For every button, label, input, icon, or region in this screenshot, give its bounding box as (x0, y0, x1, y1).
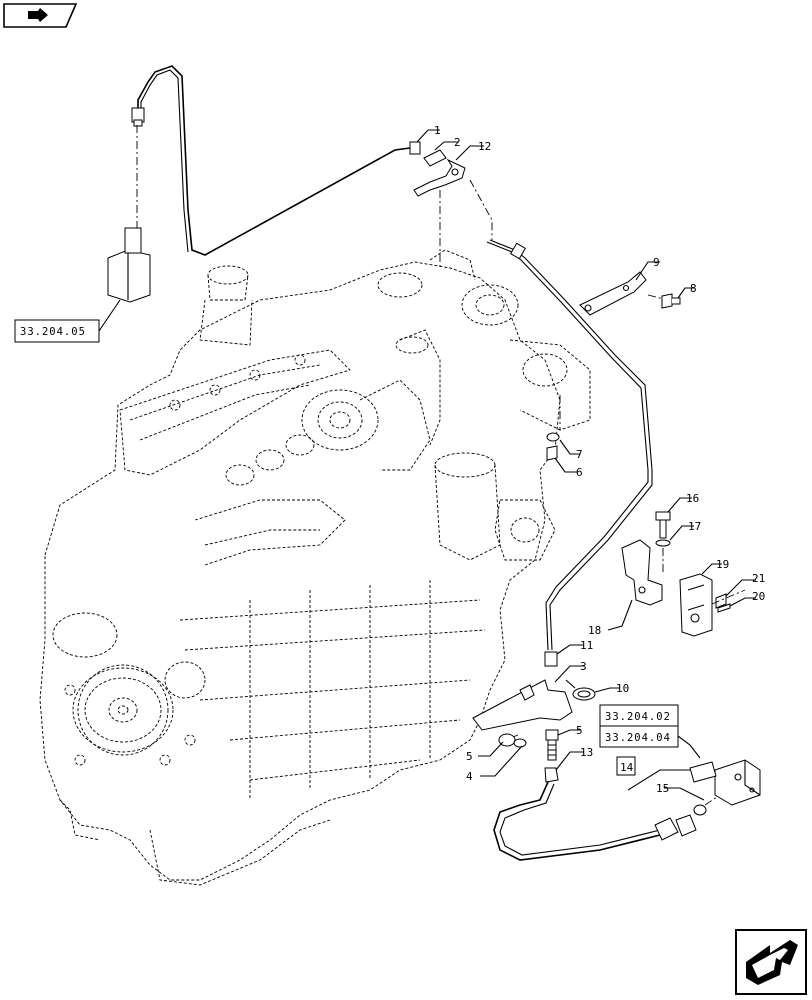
bracket-3 (472, 679, 573, 741)
svg-text:33.204.02: 33.204.02 (605, 711, 671, 723)
callout-3: 3 (580, 660, 587, 673)
hose-13 (493, 767, 721, 861)
boxed-item-14: 14 (616, 756, 690, 791)
callout-4: 4 (466, 770, 473, 783)
callout-5-right: 5 (576, 724, 583, 737)
callout-8: 8 (690, 282, 697, 295)
right-pipe (486, 239, 653, 667)
nut-4-washer-5 (498, 733, 527, 748)
ref-33-204-02[interactable]: 33.204.02 (599, 704, 679, 727)
clip-10 (565, 679, 596, 701)
fitting-5 (545, 729, 559, 761)
callout-19: 19 (716, 558, 729, 571)
ref-33-204-04[interactable]: 33.204.04 (599, 725, 701, 759)
upper-pipe (131, 65, 411, 256)
engine-block (39, 249, 591, 886)
svg-text:33.204.04: 33.204.04 (605, 732, 671, 744)
callout-7: 7 (576, 448, 583, 461)
callout-20: 20 (752, 590, 765, 603)
callout-17: 17 (688, 520, 701, 533)
next-page-arrow-icon[interactable] (735, 929, 807, 995)
callout-9: 9 (653, 256, 660, 269)
callout-1: 1 (434, 124, 441, 137)
fastener-6-7 (546, 395, 561, 461)
callout-5-left: 5 (466, 750, 473, 763)
callouts: 1 2 12 9 8 7 6 16 17 19 21 20 18 (416, 124, 765, 801)
callout-10: 10 (616, 682, 629, 695)
callout-12: 12 (478, 140, 491, 153)
callout-16: 16 (686, 492, 699, 505)
bracket-18 (621, 539, 663, 606)
callout-11: 11 (580, 639, 593, 652)
callout-18: 18 (588, 624, 601, 637)
bracket-12 (409, 141, 493, 270)
callout-6: 6 (576, 466, 583, 479)
callout-15: 15 (656, 782, 669, 795)
valve-block (689, 759, 761, 806)
bolt-16-washer-17 (655, 511, 671, 575)
bracket-9 (579, 271, 681, 316)
clamp-19 (679, 573, 746, 637)
svg-text:14: 14 (620, 761, 634, 774)
svg-text:33.204.05: 33.204.05 (20, 326, 86, 338)
callout-2: 2 (454, 136, 461, 149)
ref-33-204-05[interactable]: 33.204.05 (14, 299, 121, 343)
callout-21: 21 (752, 572, 765, 585)
pressure-switch (107, 125, 151, 303)
book-tab-icon[interactable] (3, 3, 78, 28)
callout-13: 13 (580, 746, 593, 759)
